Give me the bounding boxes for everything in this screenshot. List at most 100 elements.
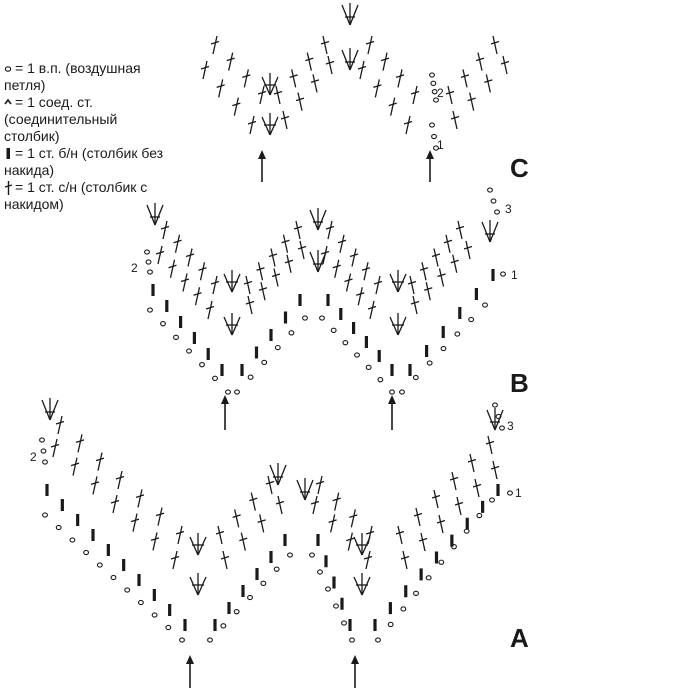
chain-icon (186, 348, 192, 354)
chain-icon (341, 620, 347, 626)
legend-chain: = 1 в.п. (воздушная петля) (4, 60, 164, 94)
double-crochet-icon (346, 532, 355, 551)
chain-icon (431, 133, 437, 140)
legend: = 1 в.п. (воздушная петля) = 1 соед. ст.… (4, 60, 164, 213)
double-crochet-icon (367, 300, 377, 320)
single-crochet-icon (458, 307, 462, 319)
chain-icon (247, 594, 253, 601)
chain-icon (96, 562, 103, 568)
double-crochet-icon (407, 275, 417, 295)
single-crochet-icon (269, 551, 273, 563)
double-crochet-icon (400, 550, 410, 570)
legend-single-crochet: = 1 ст. б/н (столбик без накида) (4, 145, 164, 179)
chain-icon (234, 389, 240, 395)
chain-icon (349, 637, 355, 643)
chain-icon (42, 512, 48, 518)
double-crochet-icon (454, 496, 464, 516)
row-number-a-3: 3 (507, 419, 514, 433)
chain-icon (342, 340, 349, 346)
double-crochet-icon (70, 457, 80, 476)
double-crochet-icon (257, 514, 266, 533)
double-crochet-icon (168, 259, 177, 278)
chain-icon (494, 209, 500, 215)
single-crochet-icon (332, 576, 336, 589)
double-crochet-icon (210, 275, 220, 295)
chain-icon (288, 330, 295, 336)
double-crochet-icon (170, 550, 180, 570)
stitch-cluster-icon (223, 313, 241, 336)
double-crochet-icon (325, 55, 335, 75)
single-crochet-icon (91, 529, 95, 541)
double-crochet-icon (55, 415, 65, 435)
chain-icon (144, 249, 150, 255)
double-crochet-icon (243, 275, 253, 295)
double-crochet-icon (175, 525, 185, 545)
single-crochet-icon (474, 288, 478, 300)
double-crochet-icon (315, 475, 325, 495)
double-crochet-icon (388, 97, 397, 116)
single-crochet-icon (388, 602, 392, 615)
double-crochet-icon (467, 453, 477, 473)
chain-icon (440, 345, 447, 352)
single-crochet-icon (441, 326, 445, 338)
single-crochet-icon (377, 350, 381, 362)
single-crochet-icon (165, 300, 169, 312)
single-crochet-icon (240, 364, 244, 376)
stitch-cluster-icon (189, 533, 207, 556)
chain-icon (124, 587, 131, 593)
chain-icon (430, 80, 437, 86)
chain-icon (287, 552, 293, 558)
chain-icon (319, 315, 325, 321)
double-crochet-icon (173, 234, 182, 253)
chain-icon (325, 586, 331, 592)
double-crochet-icon (380, 52, 390, 71)
chain-icon (426, 360, 433, 366)
chain-icon (433, 145, 439, 151)
double-crochet-icon (4, 181, 14, 195)
double-crochet-icon (295, 92, 305, 111)
single-crochet-icon (283, 311, 288, 324)
double-crochet-icon (242, 69, 251, 88)
single-crochet-icon (241, 585, 245, 597)
decrease-cluster-icon (41, 398, 59, 421)
double-crochet-icon (150, 532, 160, 551)
chain-icon (69, 537, 76, 543)
double-crochet-icon (450, 110, 460, 130)
double-crochet-icon (365, 35, 375, 55)
chain-icon (330, 327, 337, 333)
double-crochet-icon (373, 275, 383, 295)
row-number-labels: 2 1 3 2 1 3 2 1 (30, 86, 522, 500)
double-crochet-icon (239, 532, 248, 551)
chain-icon (145, 259, 152, 265)
single-crochet-icon (4, 147, 14, 159)
decrease-cluster-icon (146, 203, 164, 226)
chain-icon (425, 575, 432, 581)
decrease-cluster-icon (309, 208, 327, 231)
chain-icon (454, 331, 461, 337)
row-number-c-2: 2 (437, 86, 444, 100)
double-crochet-icon (257, 85, 267, 105)
double-crochet-icon (293, 220, 303, 240)
chain-icon (39, 437, 45, 443)
chain-icon (273, 566, 280, 572)
single-crochet-icon (348, 619, 352, 631)
chain-icon (147, 307, 153, 313)
double-crochet-icon (328, 514, 337, 533)
single-crochet-icon (450, 534, 454, 547)
chain-icon (489, 497, 495, 503)
double-crochet-icon (356, 287, 365, 306)
double-crochet-icon (455, 220, 465, 240)
double-crochet-icon (332, 259, 341, 278)
single-crochet-icon (434, 551, 439, 564)
chain-icon (375, 637, 381, 643)
chain-icon (55, 524, 62, 531)
legend-double-crochet: = 1 ст. с/н (столбик с накидом) (4, 179, 164, 213)
chain-icon (4, 62, 14, 74)
slip-stitch-icon (4, 96, 14, 108)
decrease-cluster-icon (486, 408, 504, 431)
double-crochet-icon (475, 52, 485, 71)
double-crochet-icon (155, 245, 165, 265)
chain-icon (482, 302, 488, 308)
chain-icon (333, 603, 339, 609)
chain-icon (220, 623, 227, 629)
